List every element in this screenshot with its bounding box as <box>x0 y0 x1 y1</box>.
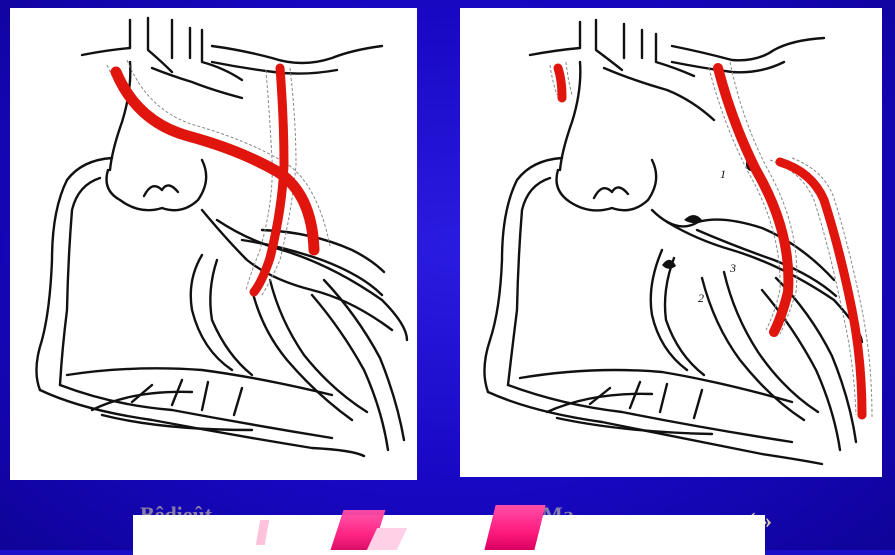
label-three: 3 <box>729 261 736 275</box>
left-graft-2 <box>254 68 284 292</box>
label-two: 2 <box>698 291 704 305</box>
left-vessel-outline <box>148 18 172 72</box>
label-one: 1 <box>720 167 726 181</box>
overlay-box <box>133 515 765 555</box>
left-heart-svg <box>12 10 415 478</box>
left-heart-diagram <box>12 10 415 478</box>
right-graft-stub <box>558 68 562 98</box>
right-heart-svg: 1 2 3 <box>462 10 880 475</box>
right-heart-diagram: 1 2 3 <box>462 10 880 475</box>
left-vessel-outline <box>82 20 130 55</box>
